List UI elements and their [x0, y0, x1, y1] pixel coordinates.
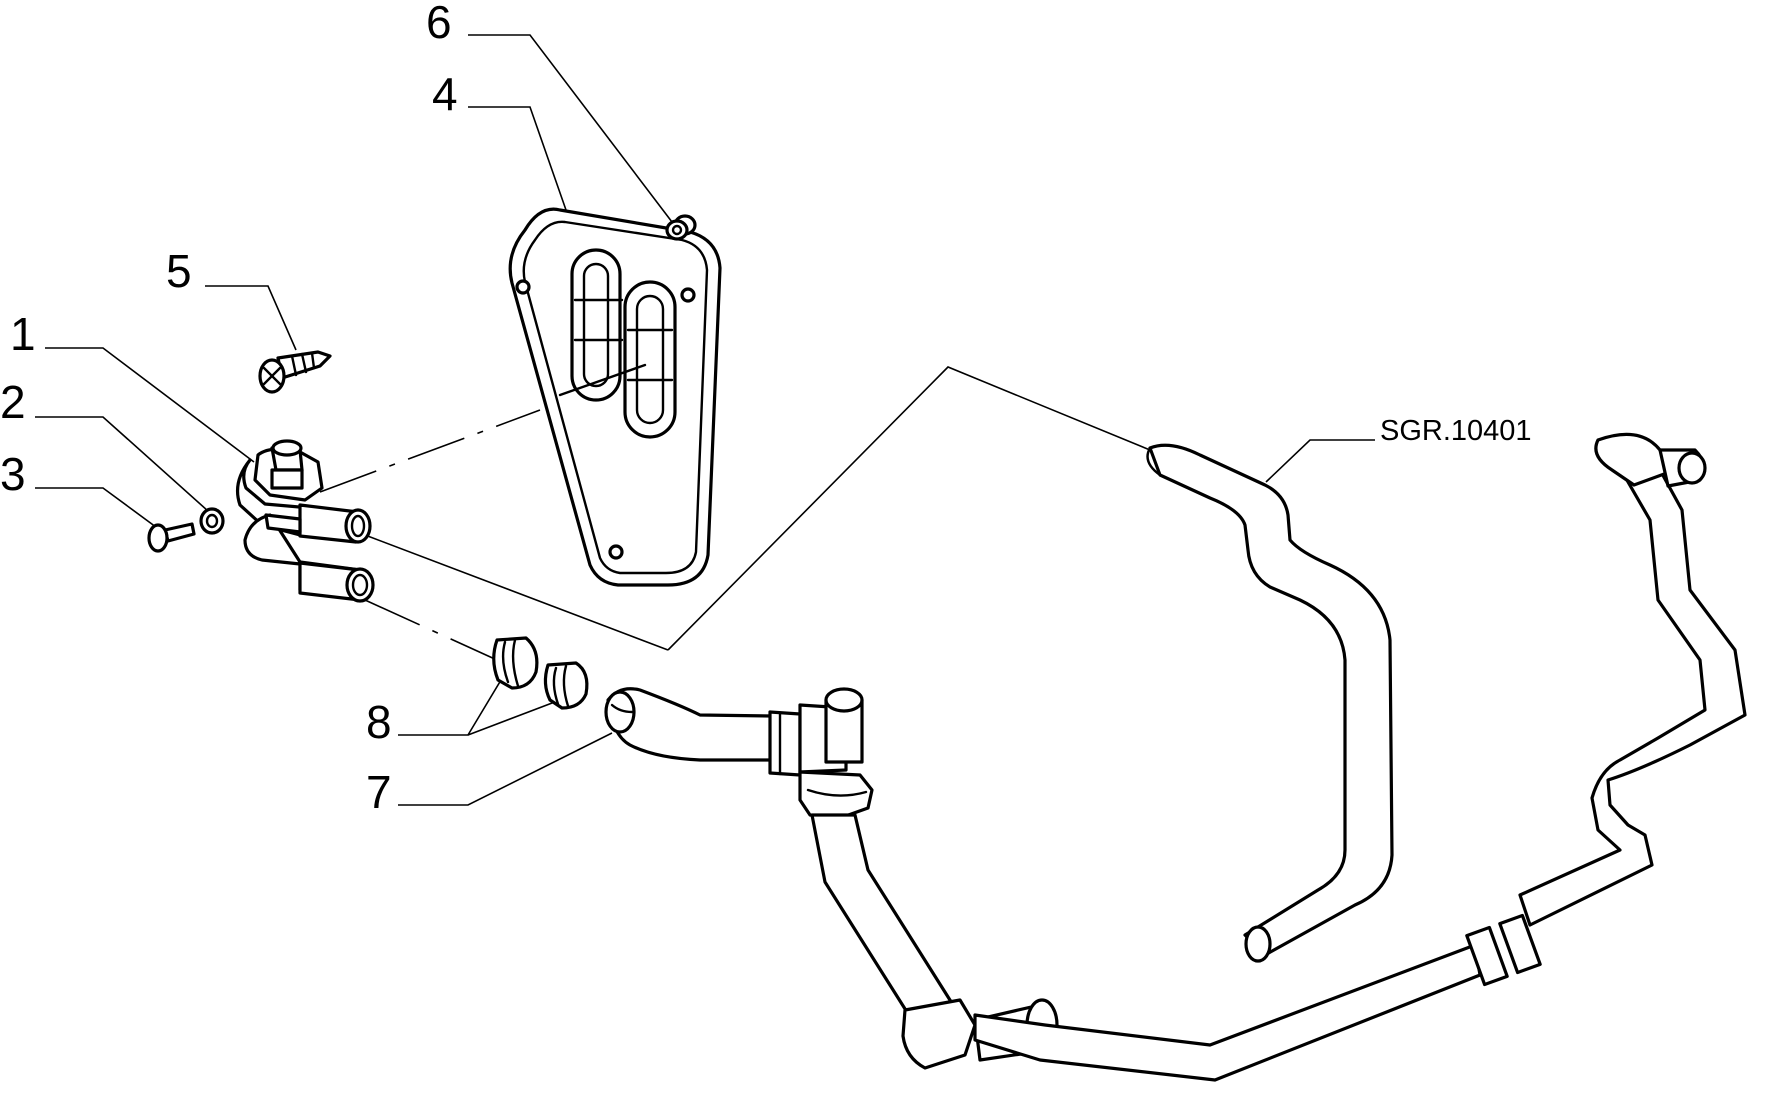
bush-part-6: [665, 214, 697, 241]
callout-7: 7: [366, 766, 392, 818]
assembly-line-valve-pipe: [364, 534, 669, 651]
clamp-left: [492, 636, 539, 690]
gasket-hole-top-left: [515, 279, 531, 295]
gasket-plate: [508, 207, 722, 587]
leader-2: [35, 416, 209, 512]
washer-part-2: [199, 507, 225, 535]
reference-hose: [1146, 443, 1394, 963]
leader-6: [468, 34, 673, 223]
screw-part-5: [258, 350, 332, 394]
leader-ref-bracket: [667, 366, 1151, 651]
callout-4: 4: [432, 68, 458, 120]
leader-ref: [1265, 439, 1375, 483]
leader-4: [468, 106, 567, 211]
hose-part-7: [604, 432, 1747, 1082]
callout-6: 6: [426, 0, 452, 48]
callout-5: 5: [166, 245, 192, 297]
gasket-hole-top-right: [680, 287, 696, 303]
callout-2: 2: [0, 376, 26, 428]
leader-7: [398, 732, 613, 806]
gasket-slot-right: [623, 280, 677, 439]
clamp-right: [543, 661, 589, 710]
gasket-hole-bottom: [608, 544, 624, 560]
callout-labels: 6 4 5 1 2 3 8 7 SGR.10401: [0, 0, 1532, 818]
bolt-part-3: [147, 522, 196, 553]
leader-3: [35, 487, 161, 531]
leader-8b: [467, 699, 561, 736]
callout-3: 3: [0, 448, 26, 500]
callout-8: 8: [366, 696, 392, 748]
leader-8: [398, 664, 511, 736]
leader-lines: [35, 34, 1375, 806]
valve-part-1: [236, 439, 375, 603]
leader-1: [45, 347, 255, 463]
leader-5: [205, 285, 297, 351]
callout-1: 1: [10, 308, 36, 360]
assembly-line-upper: [319, 409, 541, 493]
clamps-part-8: [492, 636, 589, 710]
reference-code: SGR.10401: [1380, 415, 1532, 447]
